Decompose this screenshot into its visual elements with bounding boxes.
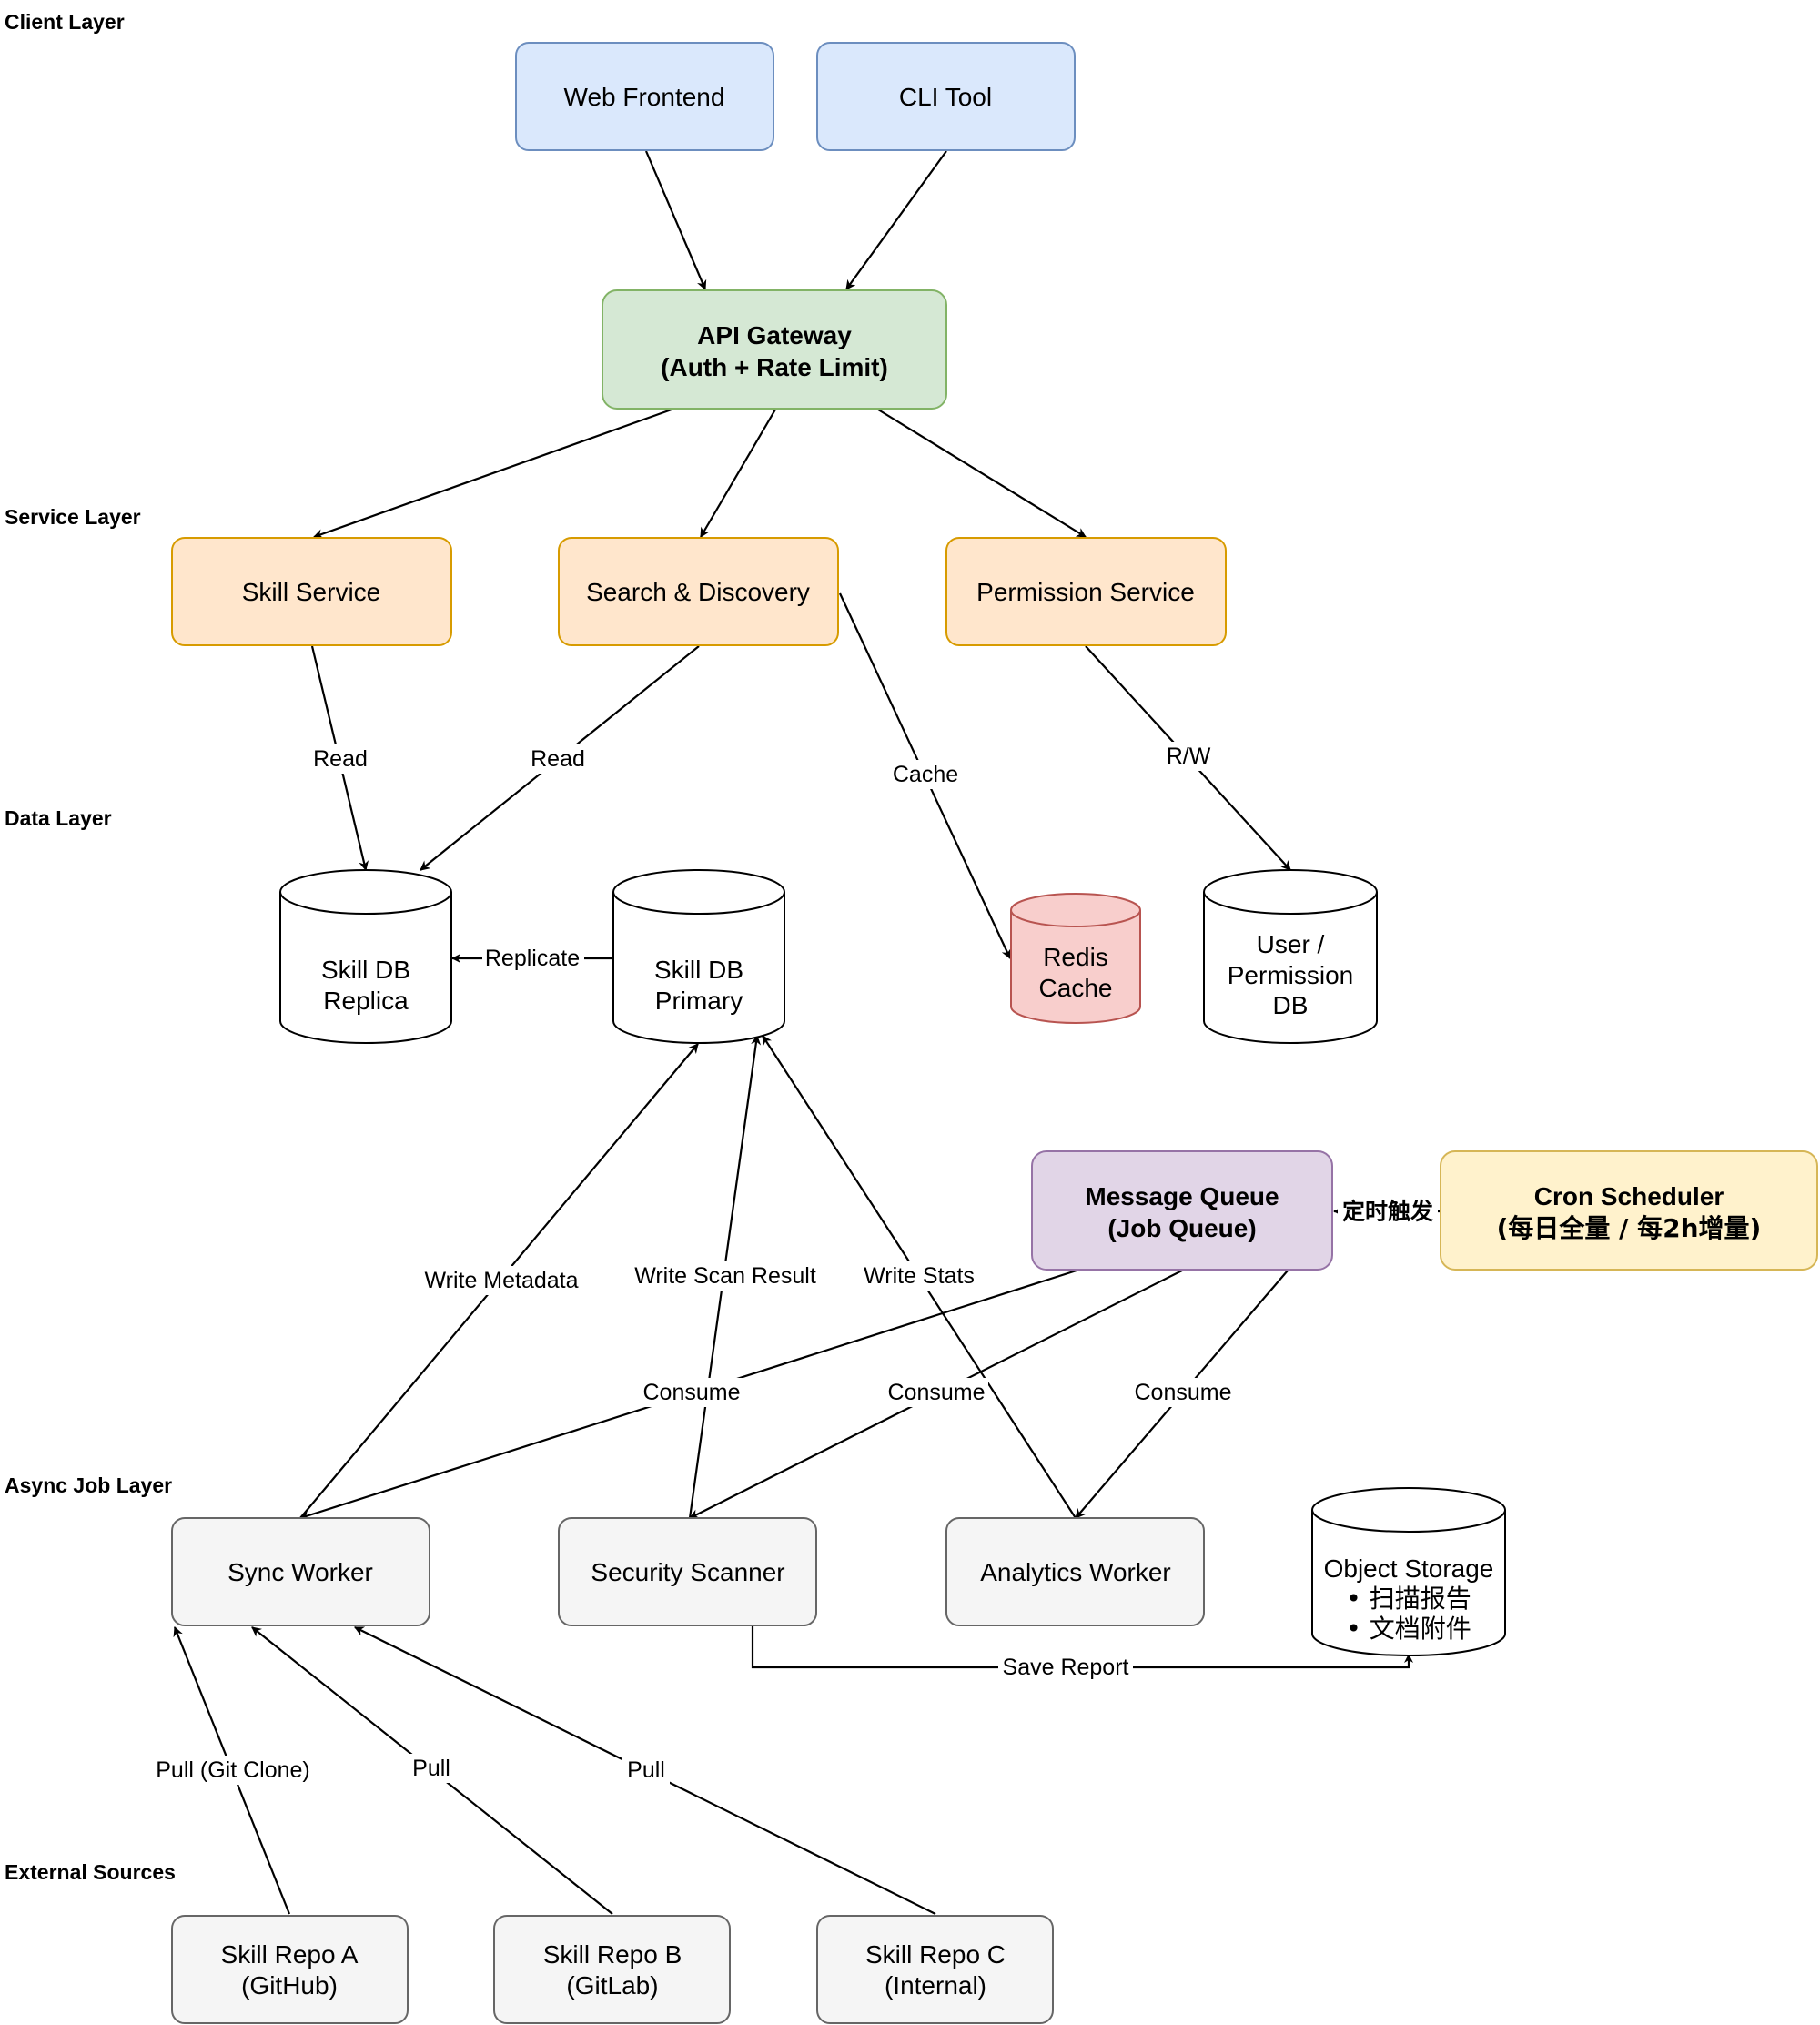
cron-scheduler-node: Cron Scheduler (每日全量 / 每2h增量) [1440, 1150, 1818, 1271]
edge-label-rw: R/W [1160, 742, 1217, 771]
edge-cli-to-gateway [845, 150, 947, 290]
svg-text:Cache: Cache [1039, 974, 1113, 1002]
svg-text:Replica: Replica [323, 987, 409, 1015]
sync-worker-node: Sync Worker [171, 1517, 430, 1626]
edge-gateway-to-skill-service [312, 408, 672, 539]
web-frontend-node: Web Frontend [515, 42, 774, 151]
svg-text:Web Frontend: Web Frontend [564, 83, 725, 111]
layer-label-external: External Sources [5, 1860, 176, 1884]
edge-label-consume-scanner: Consume [885, 1378, 988, 1407]
svg-text:• 扫描报告: • 扫描报告 [1346, 1584, 1471, 1614]
svg-text:Primary: Primary [655, 987, 743, 1015]
edge-label-consume-sync: Consume [640, 1378, 743, 1407]
cli-tool-node: CLI Tool [816, 42, 1076, 151]
analytics-worker-node: Analytics Worker [945, 1517, 1205, 1626]
svg-text:Skill Service: Skill Service [242, 578, 380, 606]
svg-text:Write Stats: Write Stats [864, 1263, 975, 1289]
edge-label-pull-b: Pull [408, 1754, 455, 1783]
svg-text:Search & Discovery: Search & Discovery [586, 578, 810, 606]
search-discovery-node: Search & Discovery [558, 537, 839, 646]
skill-db-primary-node: Skill DB Primary [612, 869, 785, 1044]
skill-db-replica-node: Skill DB Replica [279, 869, 452, 1044]
edge-label-pull-git-clone: Pull (Git Clone) [148, 1756, 318, 1785]
edge-label-consume-analytics: Consume [1131, 1378, 1235, 1407]
svg-text:Permission: Permission [1228, 961, 1353, 989]
object-storage-node: Object Storage • 扫描报告 • 文档附件 [1311, 1487, 1506, 1656]
skill-service-node: Skill Service [171, 537, 452, 646]
svg-text:Consume: Consume [1135, 1380, 1232, 1405]
svg-text:Consume: Consume [643, 1380, 741, 1405]
edge-label-skill-read: Read [309, 744, 373, 774]
svg-text:(GitHub): (GitHub) [241, 1971, 338, 2000]
edge-label-cron-trigger: 定时触发 [1338, 1196, 1438, 1227]
edge-web-to-gateway [644, 150, 707, 291]
user-permission-db-node: User / Permission DB [1203, 869, 1378, 1044]
svg-text:Pull: Pull [627, 1757, 665, 1783]
svg-text:Analytics Worker: Analytics Worker [980, 1558, 1171, 1586]
svg-text:Security Scanner: Security Scanner [591, 1558, 784, 1586]
svg-text:定时触发: 定时触发 [1342, 1199, 1433, 1225]
redis-cache-node: Redis Cache [1010, 893, 1141, 1024]
edge-label-pull-c: Pull [622, 1756, 670, 1785]
svg-text:Skill Repo B: Skill Repo B [543, 1940, 682, 1969]
edge-label-replicate: Replicate [482, 944, 584, 973]
svg-text:R/W: R/W [1167, 744, 1211, 769]
svg-text:Replicate: Replicate [485, 946, 580, 971]
svg-text:Object Storage: Object Storage [1324, 1554, 1494, 1583]
svg-text:Read: Read [313, 746, 368, 772]
svg-text:Write Metadata: Write Metadata [424, 1268, 578, 1293]
svg-text:User /: User / [1257, 930, 1325, 958]
svg-text:Pull: Pull [412, 1756, 450, 1781]
edge-label-write-scan-result: Write Scan Result [628, 1261, 821, 1291]
svg-text:(Auth + Rate Limit): (Auth + Rate Limit) [661, 353, 888, 381]
svg-text:DB: DB [1273, 991, 1309, 1019]
svg-text:Save Report: Save Report [1003, 1655, 1129, 1680]
svg-text:(Job Queue): (Job Queue) [1107, 1214, 1256, 1242]
security-scanner-node: Security Scanner [558, 1517, 817, 1626]
svg-text:Read: Read [531, 746, 585, 772]
svg-text:Cron Scheduler: Cron Scheduler [1534, 1182, 1724, 1210]
skill-repo-b-node: Skill Repo B (GitLab) [493, 1915, 731, 2024]
edge-label-write-stats: Write Stats [857, 1261, 981, 1291]
svg-text:Consume: Consume [888, 1380, 986, 1405]
edge-gateway-to-search [700, 409, 776, 538]
svg-text:Message Queue: Message Queue [1085, 1182, 1279, 1210]
svg-text:• 文档附件: • 文档附件 [1346, 1614, 1471, 1644]
svg-text:API Gateway: API Gateway [697, 321, 852, 349]
svg-text:Skill Repo C: Skill Repo C [865, 1940, 1006, 1969]
skill-repo-a-node: Skill Repo A (GitHub) [171, 1915, 409, 2024]
svg-text:Skill DB: Skill DB [321, 956, 410, 984]
edge-label-cache: Cache [887, 760, 964, 789]
skill-repo-c-node: Skill Repo C (Internal) [816, 1915, 1054, 2024]
edge-label-write-metadata: Write Metadata [419, 1266, 584, 1295]
layer-label-client: Client Layer [5, 10, 125, 34]
svg-text:(GitLab): (GitLab) [566, 1971, 658, 2000]
svg-text:Sync Worker: Sync Worker [228, 1558, 373, 1586]
svg-text:(每日全量 / 每2h增量): (每日全量 / 每2h增量) [1497, 1213, 1762, 1243]
svg-text:Skill DB: Skill DB [654, 956, 743, 984]
edge-gateway-to-permission [877, 409, 1087, 538]
layer-label-data: Data Layer [5, 806, 112, 830]
edge-label-save-report: Save Report [998, 1653, 1133, 1682]
svg-text:Pull (Git Clone): Pull (Git Clone) [156, 1757, 310, 1783]
message-queue-node: Message Queue (Job Queue) [1031, 1150, 1333, 1271]
layer-label-service: Service Layer [5, 505, 141, 529]
api-gateway-node: API Gateway (Auth + Rate Limit) [602, 289, 947, 410]
layer-label-async: Async Job Layer [5, 1473, 172, 1497]
permission-service-node: Permission Service [945, 537, 1227, 646]
edge-label-search-read: Read [526, 744, 590, 774]
svg-text:Write Scan Result: Write Scan Result [634, 1263, 816, 1289]
svg-text:Permission Service: Permission Service [976, 578, 1195, 606]
svg-text:CLI Tool: CLI Tool [899, 83, 992, 111]
svg-text:Skill Repo A: Skill Repo A [221, 1940, 359, 1969]
svg-text:Cache: Cache [893, 762, 958, 787]
svg-text:Redis: Redis [1043, 943, 1108, 971]
svg-text:(Internal): (Internal) [885, 1971, 986, 2000]
